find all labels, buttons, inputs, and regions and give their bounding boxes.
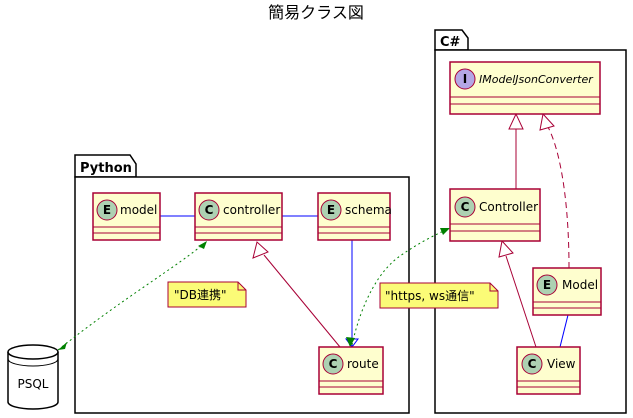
database-icon bbox=[7, 352, 59, 410]
connectors bbox=[57, 112, 570, 351]
csharp-view-class[interactable]: C View bbox=[516, 346, 581, 395]
csharp-controller-label: Controller bbox=[479, 200, 538, 214]
csharp-iface-label: IModelJsonConverter bbox=[479, 73, 594, 86]
interface-badge-icon bbox=[454, 68, 476, 90]
note-net: "https, ws通信" bbox=[379, 282, 499, 309]
dotted-net-head-route bbox=[346, 337, 355, 347]
class-badge-icon bbox=[198, 199, 220, 221]
csharp-model-entity[interactable]: E Model bbox=[532, 267, 602, 316]
class-badge-icon bbox=[521, 353, 543, 375]
inherit-controller-iface-head bbox=[508, 112, 524, 130]
csharp-iface[interactable]: I IModelJsonConverter bbox=[449, 61, 601, 115]
package-python-label: Python bbox=[80, 161, 132, 176]
diagram-title: 簡易クラス図 bbox=[268, 3, 364, 22]
entity-badge-icon bbox=[536, 274, 558, 296]
note-db: "DB連携" bbox=[167, 281, 247, 308]
python-route-label: route bbox=[347, 357, 379, 371]
dotted-net-link bbox=[351, 228, 449, 346]
python-schema-entity[interactable]: E schema bbox=[317, 192, 392, 241]
class-badge-letter: C bbox=[528, 357, 537, 371]
realize-model-iface-head bbox=[539, 112, 555, 131]
class-badge-icon bbox=[322, 353, 344, 375]
entity-badge-letter: E bbox=[103, 203, 111, 217]
psql-database[interactable]: PSQL bbox=[7, 344, 59, 410]
interface-badge-letter: I bbox=[463, 72, 467, 86]
inherit-route-controller bbox=[263, 254, 341, 348]
dotted-db-head-psql bbox=[58, 342, 67, 350]
inherit-view-controller-head bbox=[498, 239, 514, 258]
python-controller-class[interactable]: C controller bbox=[194, 192, 283, 241]
python-model-label: model bbox=[120, 203, 157, 217]
realize-model-iface bbox=[547, 126, 570, 269]
inherit-route-controller-head bbox=[252, 241, 269, 259]
inherit-view-controller bbox=[505, 255, 537, 348]
note-net-text: "https, ws通信" bbox=[385, 289, 475, 303]
psql-label: PSQL bbox=[18, 377, 49, 391]
package-csharp-label: C# bbox=[440, 35, 461, 50]
python-schema-label: schema bbox=[345, 203, 392, 217]
csharp-controller-class[interactable]: C Controller bbox=[449, 188, 541, 242]
dotted-db-head-controller bbox=[198, 241, 207, 249]
python-controller-label: controller bbox=[223, 203, 280, 217]
class-badge-icon bbox=[454, 196, 476, 218]
entity-badge-icon bbox=[320, 199, 342, 221]
python-route-class[interactable]: C route bbox=[318, 346, 384, 395]
entity-badge-letter: E bbox=[543, 278, 551, 292]
entity-badge-icon bbox=[96, 199, 118, 221]
entity-badge-letter: E bbox=[327, 203, 335, 217]
class-badge-letter: C bbox=[461, 200, 470, 214]
note-db-text: "DB連携" bbox=[174, 287, 227, 302]
class-badge-letter: C bbox=[205, 203, 214, 217]
class-badge-letter: C bbox=[329, 357, 338, 371]
link-model-view bbox=[559, 314, 569, 348]
csharp-model-label: Model bbox=[562, 278, 598, 292]
csharp-view-label: View bbox=[547, 357, 576, 371]
python-model-entity[interactable]: E model bbox=[92, 192, 161, 241]
dotted-net-head-controller bbox=[440, 228, 450, 235]
dotted-db-link bbox=[57, 240, 208, 351]
